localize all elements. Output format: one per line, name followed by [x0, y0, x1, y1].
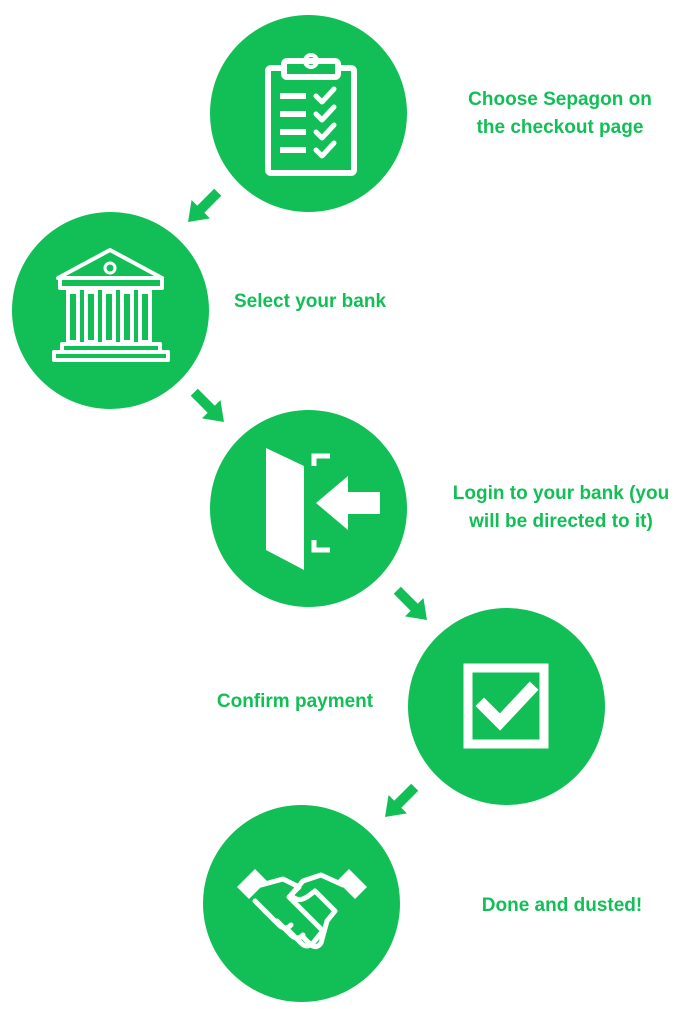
- checkbox-checked-icon: [463, 663, 549, 749]
- login-door-icon: [266, 448, 380, 570]
- step-3-label: Login to your bank (you will be directed…: [452, 483, 670, 532]
- step-2-label: Select your bank: [233, 291, 387, 312]
- step-5-circle: [203, 805, 400, 1002]
- step-1-label: Choose Sepagon on the checkout page: [468, 89, 652, 138]
- step-2-circle: [12, 212, 209, 409]
- step-3-circle: [210, 410, 407, 607]
- step-1-circle: [210, 15, 407, 212]
- bank-building-icon: [52, 248, 170, 362]
- step-4-circle: [408, 608, 605, 805]
- handshake-icon: [237, 869, 367, 950]
- clipboard-checklist-icon: [265, 53, 357, 176]
- step-4-label: Confirm payment: [216, 691, 374, 712]
- step-5-label: Done and dusted!: [481, 895, 643, 916]
